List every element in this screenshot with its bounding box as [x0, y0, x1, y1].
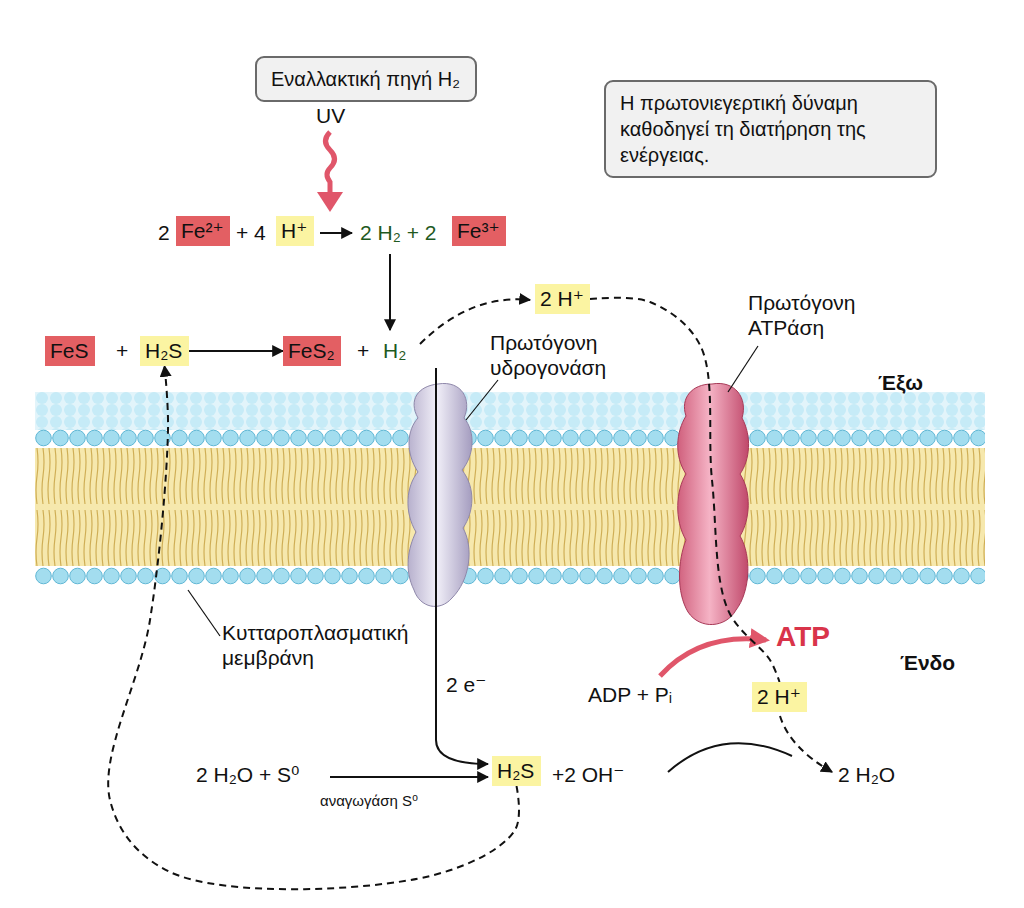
leader-line	[466, 380, 498, 420]
membrane-haze	[35, 392, 985, 430]
node-text: Εναλλακτική πηγή H₂	[271, 66, 460, 92]
uv-arrowhead	[317, 192, 343, 212]
proton-flow-connector	[590, 298, 780, 682]
node-text: H₂S	[497, 758, 534, 783]
node-text: Fe³⁺	[457, 218, 500, 243]
atp-arrow	[660, 639, 766, 676]
lipid-tails	[35, 448, 985, 566]
proton-chip: 2 H⁺	[752, 682, 807, 712]
node-text: 2 H⁺	[757, 684, 801, 709]
hydrogenase-protein	[408, 383, 472, 606]
node-text: Fe²⁺	[181, 218, 224, 243]
equation-term: +2 OH⁻	[552, 762, 624, 787]
uv-arrow	[326, 132, 335, 194]
sulfide-chip: H₂S	[140, 336, 189, 366]
reaction-arrow	[320, 232, 352, 234]
side-label: Ένδο	[900, 650, 955, 675]
coefficient: 2	[158, 220, 170, 245]
callout-box: Η πρωτονιεγερτική δύναμη καθοδηγεί τη δι…	[604, 80, 937, 178]
product-label: 2 H₂O	[838, 762, 895, 787]
reaction-connector	[189, 350, 283, 352]
leader-line	[728, 346, 758, 392]
electron-arrow	[436, 368, 488, 764]
uv-label: UV	[316, 103, 345, 128]
proton-chip: 2 H⁺	[535, 284, 590, 314]
node-text: H⁺	[281, 218, 307, 243]
node-text: 2 H⁺	[540, 286, 584, 311]
equation-term: 2 H₂O + S⁰	[196, 762, 300, 787]
lipid-heads	[35, 566, 985, 586]
node-text: Η πρωτονιεγερτική δύναμη καθοδηγεί τη δι…	[620, 90, 920, 168]
equation-term: 2 H₂ + 2	[360, 220, 436, 245]
equation-term: + 4	[236, 220, 266, 245]
protein-label: Πρωτόγονη ATPάση	[748, 290, 878, 340]
leader-line	[188, 590, 220, 636]
sulfide-chip: H₂S	[492, 756, 541, 786]
hydrogen-label: H₂	[383, 338, 406, 363]
enzyme-label: αναγωγάση S⁰	[320, 792, 418, 810]
membrane-haze	[35, 392, 985, 430]
lipid-heads	[35, 428, 985, 448]
membrane-label: Κυτταροπλασματική μεμβράνη	[222, 620, 422, 670]
iron-chip: FeS	[45, 336, 95, 366]
plus-sign: +	[357, 338, 369, 363]
node-text: FeS₂	[288, 338, 335, 363]
plus-sign: +	[116, 338, 128, 363]
reaction-curve	[668, 743, 792, 772]
reaction-arrow	[389, 254, 391, 330]
protein-label: Πρωτόγονη υδρογονάση	[490, 330, 622, 380]
proton-chip: H⁺	[276, 216, 314, 246]
substrate-label: ADP + Pᵢ	[588, 682, 672, 707]
iron-chip: FeS₂	[283, 336, 341, 366]
node-text: FeS	[50, 338, 89, 363]
node-text: H₂S	[145, 338, 182, 363]
electron-label: 2 e⁻	[446, 672, 486, 697]
iron-chip: Fe³⁺	[452, 216, 506, 246]
proton-arrow	[780, 716, 832, 772]
iron-chip: Fe²⁺	[176, 216, 230, 246]
lipid-tails	[35, 448, 985, 566]
atp-label: ATP	[776, 620, 830, 654]
reaction-arrow	[330, 776, 488, 778]
callout-box: Εναλλακτική πηγή H₂	[255, 56, 477, 102]
side-label: Έξω	[878, 370, 923, 395]
proton-flow-connector	[108, 366, 519, 889]
